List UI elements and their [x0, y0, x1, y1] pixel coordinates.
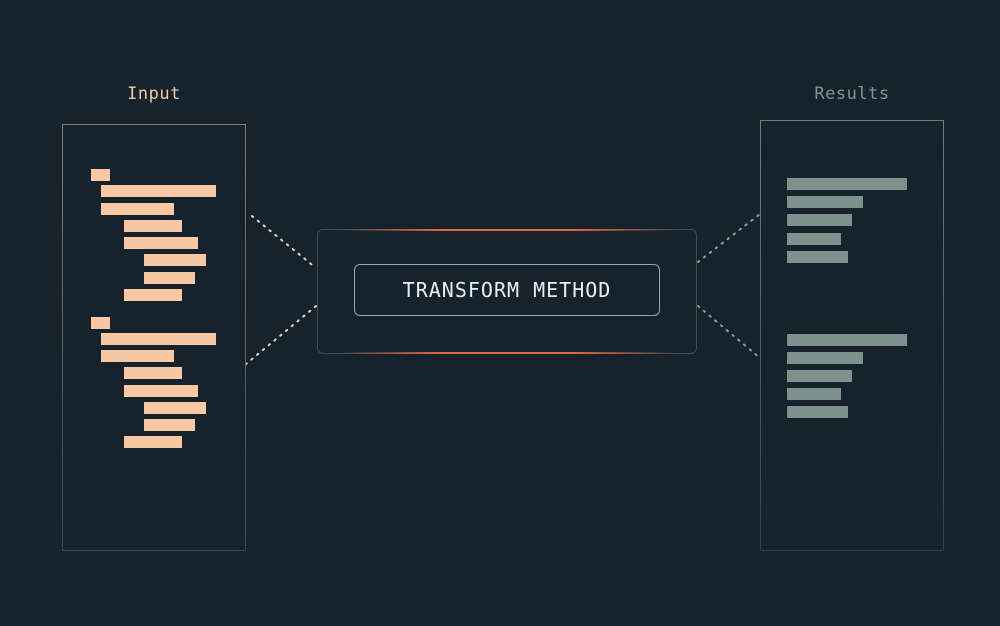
- input-line: [144, 254, 206, 266]
- connector-results-top: [697, 213, 761, 263]
- input-line: [144, 272, 195, 284]
- result-line: [787, 233, 841, 245]
- results-label: Results: [814, 84, 890, 104]
- input-line: [144, 419, 195, 431]
- input-line: [101, 333, 216, 345]
- connector-input-bottom: [245, 305, 317, 365]
- input-line: [124, 237, 198, 249]
- result-line: [787, 388, 841, 400]
- results-panel: [760, 120, 944, 551]
- result-line: [787, 251, 848, 263]
- input-panel: [62, 124, 246, 551]
- input-line: [101, 350, 174, 362]
- method-glow-bottom: [338, 352, 676, 354]
- input-label: Input: [127, 84, 181, 104]
- method-glow-top: [338, 229, 676, 231]
- input-line: [124, 289, 182, 301]
- input-line: [101, 185, 216, 197]
- result-line: [787, 370, 852, 382]
- connector-input-top: [251, 215, 317, 269]
- result-line: [787, 178, 907, 190]
- connector-results-bottom: [697, 305, 761, 359]
- input-line: [91, 317, 110, 329]
- transform-method-box: [317, 229, 697, 354]
- transform-method-label: TRANSFORM METHOD: [402, 278, 612, 302]
- result-line: [787, 214, 852, 226]
- transform-method-label-box: TRANSFORM METHOD: [354, 264, 660, 316]
- input-line: [124, 436, 182, 448]
- result-line: [787, 352, 863, 364]
- input-line: [124, 385, 198, 397]
- input-line: [101, 203, 174, 215]
- result-line: [787, 196, 863, 208]
- input-line: [124, 367, 182, 379]
- result-line: [787, 334, 907, 346]
- input-line: [144, 402, 206, 414]
- input-line: [91, 169, 110, 181]
- result-line: [787, 406, 848, 418]
- input-line: [124, 220, 182, 232]
